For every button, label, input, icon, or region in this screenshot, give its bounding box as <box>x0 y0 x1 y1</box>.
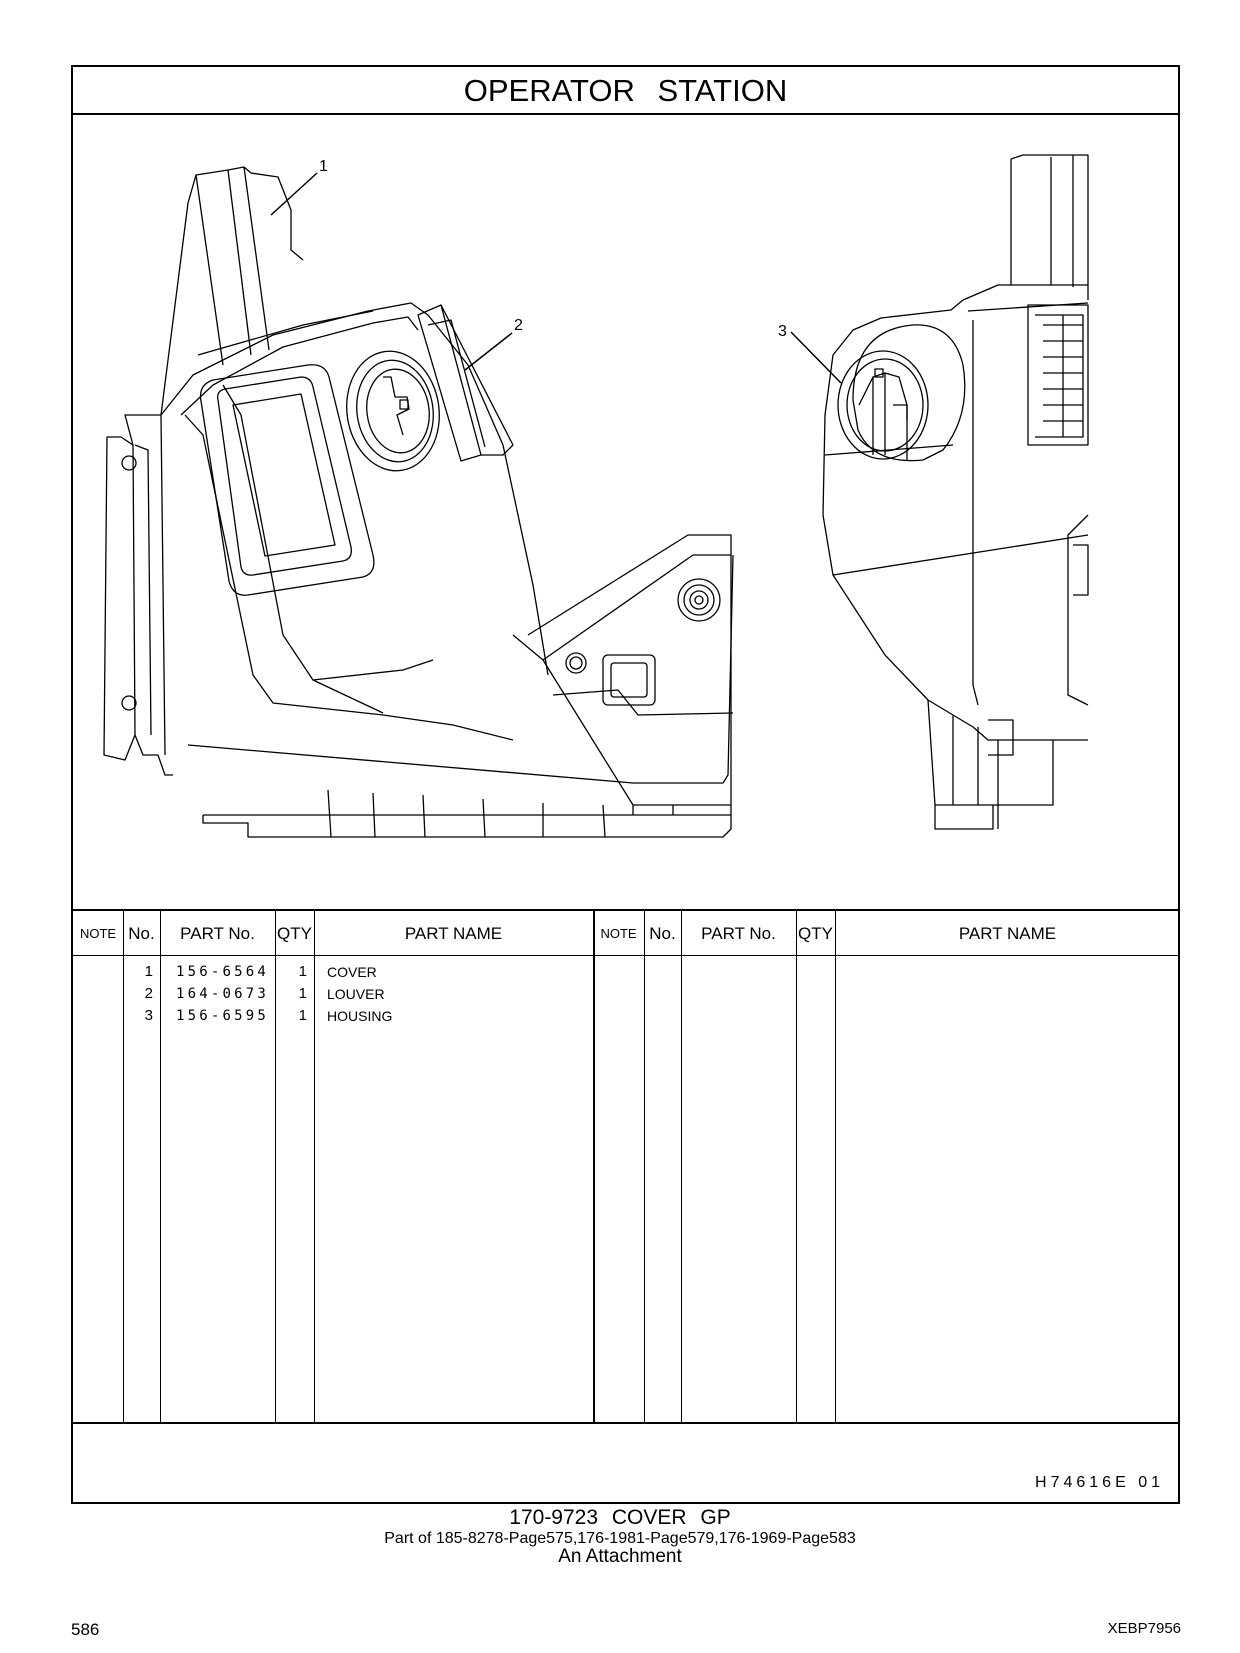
header-part-no: PART No. <box>180 924 255 943</box>
group-caption: 170-9723 COVER GP <box>509 1506 731 1529</box>
column-divider <box>593 911 595 1424</box>
header-qty-right: QTY <box>798 924 833 943</box>
cover-drawing <box>103 166 734 784</box>
column-divider <box>160 911 161 1424</box>
housing-vent-drawing <box>837 324 966 462</box>
callout-2-leader <box>464 332 513 371</box>
row-part-no: 156-6595 <box>176 1008 270 1024</box>
illustration-code-band: H74616E 01 <box>73 1422 1178 1504</box>
row-no: 2 <box>144 985 153 1002</box>
callout-3-leader <box>790 331 842 384</box>
header-divider <box>73 955 1178 956</box>
header-part-name: PART NAME <box>404 924 503 943</box>
column-divider <box>796 911 797 1424</box>
page-title: OPERATOR STATION <box>73 67 1178 115</box>
attachment-caption: An Attachment <box>558 1546 682 1567</box>
row-part-no: 164-0673 <box>176 986 270 1002</box>
column-divider <box>275 911 276 1424</box>
document-code: XEBP7956 <box>1107 1620 1181 1637</box>
housing-drawing <box>822 154 1089 830</box>
column-divider <box>314 911 315 1424</box>
catalog-frame: OPERATOR STATION <box>71 65 1180 1504</box>
display-panel-drawing <box>184 364 514 741</box>
column-divider <box>835 911 836 1424</box>
row-no: 1 <box>144 963 153 980</box>
header-qty: QTY <box>277 924 312 943</box>
row-qty: 1 <box>298 1007 307 1024</box>
header-no-right: No. <box>649 924 676 943</box>
illustration-code: H74616E 01 <box>1035 1474 1164 1491</box>
column-divider <box>644 911 645 1424</box>
callout-1-leader <box>270 172 318 216</box>
header-note: NOTE <box>79 926 117 941</box>
header-no: No. <box>128 924 155 943</box>
louver-drawing <box>417 304 514 462</box>
header-part-no-right: PART No. <box>701 924 776 943</box>
round-vent-drawing <box>346 350 440 472</box>
header-part-name-right: PART NAME <box>958 924 1057 943</box>
row-no: 3 <box>144 1007 153 1024</box>
row-qty: 1 <box>298 963 307 980</box>
row-part-name: COVER <box>327 964 377 980</box>
row-part-no: 156-6564 <box>176 964 270 980</box>
base-plate-drawing <box>202 534 734 838</box>
parts-list-table: NOTE No. PART No. QTY PART NAME NOTE No.… <box>73 909 1178 1424</box>
column-divider <box>681 911 682 1424</box>
callout-1-label: 1 <box>319 158 328 175</box>
callout-3-label: 3 <box>778 323 787 340</box>
part-of-caption: Part of 185-8278-Page575,176-1981-Page57… <box>384 1530 856 1547</box>
row-part-name: HOUSING <box>327 1008 393 1024</box>
row-part-name: LOUVER <box>327 986 385 1002</box>
page-number: 586 <box>71 1620 100 1639</box>
callout-2-label: 2 <box>514 317 523 334</box>
header-note-right: NOTE <box>600 926 637 941</box>
parts-illustration: 1 2 3 <box>73 115 1178 909</box>
row-qty: 1 <box>298 985 307 1002</box>
column-divider <box>123 911 124 1424</box>
